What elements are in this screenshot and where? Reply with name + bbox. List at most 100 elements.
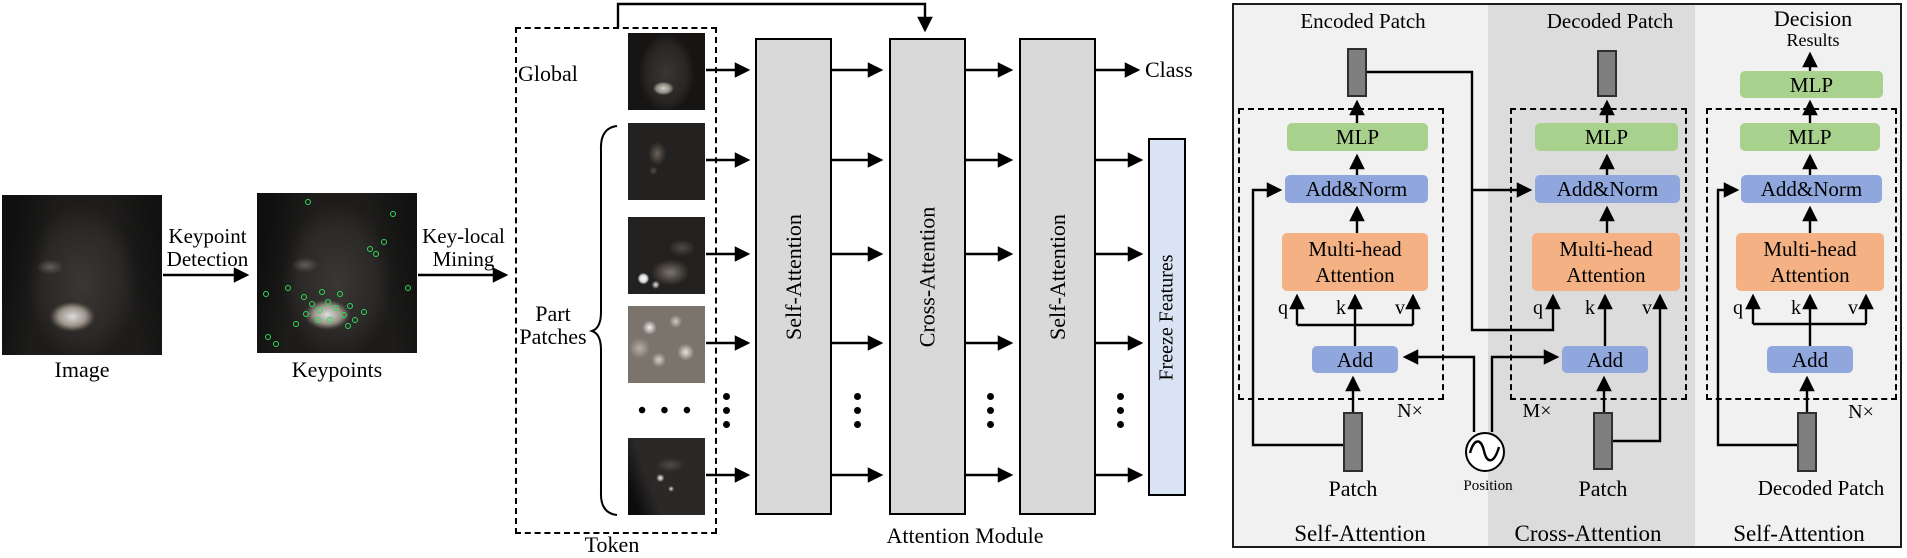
part-patches-label-line2: Patches [519, 324, 587, 349]
repeat-count-n1: N× [1397, 400, 1423, 422]
part-patch-thumbnail-3 [628, 306, 705, 383]
key-local-mining-label-line1: Key-local [422, 224, 505, 248]
vertical-ellipsis-icon [1116, 393, 1124, 428]
keypoint-marker [367, 246, 373, 252]
encoded-patch-title: Encoded Patch [1300, 9, 1426, 33]
keypoint-marker [301, 294, 307, 300]
decision-title: Decision [1773, 6, 1853, 31]
part-patch-thumbnail-1 [628, 123, 705, 200]
input-image [2, 195, 162, 355]
keypoint-marker [325, 299, 331, 305]
section-label-cross-attention: Cross-Attention [1514, 521, 1662, 546]
horizontal-ellipsis: • • • [637, 398, 696, 424]
decoded-patch-input-label: Decoded Patch [1757, 476, 1885, 500]
add-norm-block: Add&Norm [1535, 175, 1680, 203]
keypoints-image-label: Keypoints [291, 357, 383, 382]
position-encoding-icon [1465, 432, 1505, 472]
keypoint-marker [273, 341, 279, 347]
mlp-block: MLP [1740, 123, 1880, 151]
patch-input-rect-2 [1593, 412, 1613, 470]
cross-attention-module-label: Cross-Attention [914, 206, 940, 347]
q-label: q [1533, 297, 1543, 319]
patch-input-label-2: Patch [1578, 476, 1628, 501]
keypoint-marker [317, 307, 323, 313]
keypoint-marker [293, 321, 299, 327]
decision-subtitle: Results [1786, 30, 1840, 50]
section-label-self-attention-2: Self-Attention [1733, 521, 1865, 546]
keypoint-marker [337, 291, 343, 297]
keypoint-marker [263, 291, 269, 297]
q-label: q [1733, 297, 1743, 319]
self-attention-module-2: Self-Attention [1019, 38, 1096, 515]
mlp-block: MLP [1535, 123, 1678, 151]
add-block: Add [1312, 346, 1398, 373]
v-label: v [1848, 297, 1858, 319]
add-norm-block: Add&Norm [1741, 175, 1882, 203]
part-patches-label-line1: Part [535, 301, 571, 326]
attention-module-label: Attention Module [886, 523, 1044, 548]
v-label: v [1642, 297, 1652, 319]
keypoint-marker [303, 311, 309, 317]
keypoint-marker [381, 239, 387, 245]
keypoint-marker [265, 334, 271, 340]
decoded-patch-title: Decoded Patch [1546, 9, 1674, 33]
keypoint-marker [345, 323, 351, 329]
keypoint-marker [352, 317, 358, 323]
decoded-patch-rect [1597, 50, 1617, 97]
keypoint-marker [405, 285, 411, 291]
part-patch-thumbnail-4 [628, 438, 705, 515]
cross-attention-module: Cross-Attention [889, 38, 966, 515]
add-block: Add [1562, 346, 1648, 373]
encoded-patch-rect [1347, 48, 1367, 97]
keypoint-marker [341, 312, 347, 318]
q-label: q [1278, 297, 1288, 319]
patch-input-label-1: Patch [1328, 476, 1378, 501]
self-attention-module-1-label: Self-Attention [780, 213, 806, 340]
vertical-ellipsis-icon [853, 393, 861, 428]
repeat-count-n2: N× [1848, 401, 1874, 423]
keypoint-detection-label-line1: Keypoint [168, 224, 247, 248]
k-label: k [1791, 297, 1801, 319]
self-attention-module-2-label: Self-Attention [1044, 213, 1070, 340]
patch-input-rect-1 [1343, 412, 1363, 472]
part-patch-thumbnail-2 [628, 217, 705, 294]
class-output-label: Class [1145, 57, 1193, 82]
keypoint-marker [347, 303, 353, 309]
keypoints-image [257, 193, 417, 353]
keypoint-marker [285, 285, 291, 291]
token-label: Token [584, 532, 640, 557]
vertical-ellipsis-icon [722, 393, 730, 428]
input-image-label: Image [54, 357, 110, 382]
keypoint-marker [315, 317, 321, 323]
k-label: k [1585, 297, 1595, 319]
outer-mlp-block: MLP [1740, 71, 1883, 98]
mlp-block: MLP [1287, 123, 1428, 151]
keypoint-marker [309, 301, 315, 307]
freeze-features-label: Freeze Features [1155, 253, 1178, 381]
key-local-mining-label-line2: Mining [432, 247, 495, 271]
keypoint-marker [390, 211, 396, 217]
keypoint-marker [305, 199, 311, 205]
keypoint-marker [373, 251, 379, 257]
keypoint-marker [319, 289, 325, 295]
keypoint-marker [327, 317, 333, 323]
vertical-ellipsis-icon [986, 393, 994, 428]
decoded-patch-input-rect [1797, 412, 1817, 472]
section-label-self-attention-1: Self-Attention [1294, 521, 1426, 546]
repeat-count-m: M× [1522, 400, 1552, 422]
add-norm-block: Add&Norm [1285, 175, 1428, 203]
decoder-repeat-box [1706, 108, 1897, 400]
position-label: Position [1463, 478, 1513, 494]
k-label: k [1336, 297, 1346, 319]
keypoint-marker [361, 309, 367, 315]
global-label: Global [518, 61, 578, 86]
keypoint-detection-label-line2: Detection [166, 247, 249, 271]
global-patch-thumbnail [628, 33, 705, 110]
v-label: v [1395, 297, 1405, 319]
add-block: Add [1767, 346, 1853, 373]
self-attention-module-1: Self-Attention [755, 38, 832, 515]
